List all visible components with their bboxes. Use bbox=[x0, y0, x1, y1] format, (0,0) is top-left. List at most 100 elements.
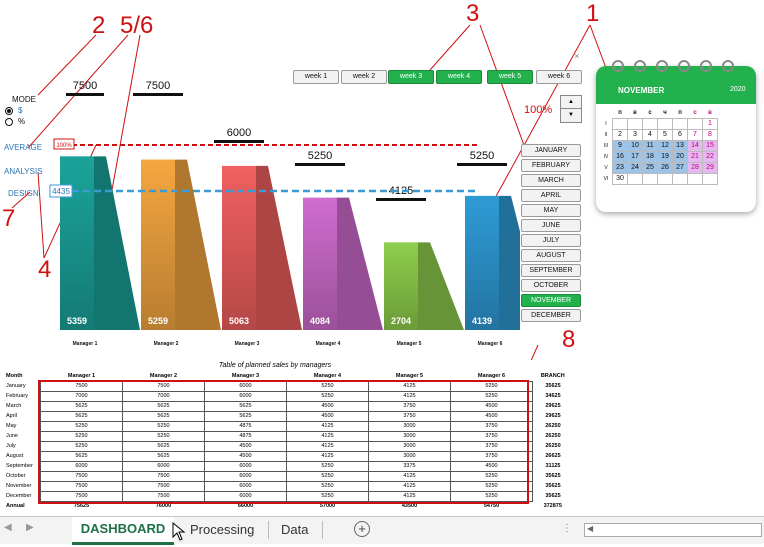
table-cell[interactable]: 5625 bbox=[40, 451, 123, 462]
average-link[interactable]: AVERAGE bbox=[4, 143, 43, 152]
mode-percent-radio[interactable] bbox=[5, 118, 13, 126]
calendar-day[interactable]: 5 bbox=[657, 129, 673, 141]
tab-data[interactable]: Data bbox=[281, 522, 309, 537]
table-cell[interactable]: 5250 bbox=[286, 471, 369, 482]
table-cell[interactable]: 5250 bbox=[286, 461, 369, 472]
tab-scroll-right-icon[interactable]: ▶ bbox=[26, 522, 34, 533]
calendar-day[interactable]: 4 bbox=[642, 129, 658, 141]
week-button-4[interactable]: week 4 bbox=[436, 70, 482, 84]
table-cell[interactable]: 7500 bbox=[40, 471, 123, 482]
table-cell[interactable]: 3000 bbox=[368, 421, 451, 432]
calendar-day[interactable]: 3 bbox=[627, 129, 643, 141]
calendar-day[interactable]: 20 bbox=[672, 151, 688, 163]
table-cell[interactable]: 4125 bbox=[286, 441, 369, 452]
calendar-day[interactable]: 28 bbox=[687, 162, 703, 174]
table-cell[interactable]: 7000 bbox=[40, 391, 123, 402]
table-cell[interactable]: 5625 bbox=[40, 411, 123, 422]
month-button-february[interactable]: FEBRUARY bbox=[521, 159, 581, 172]
calendar-day[interactable]: 25 bbox=[642, 162, 658, 174]
week-button-2[interactable]: week 2 bbox=[341, 70, 387, 84]
table-cell[interactable]: 5250 bbox=[122, 421, 205, 432]
calendar-day[interactable]: 9 bbox=[612, 140, 628, 152]
table-cell[interactable]: 4125 bbox=[368, 481, 451, 492]
table-cell[interactable]: 5625 bbox=[122, 411, 205, 422]
month-button-december[interactable]: DECEMBER bbox=[521, 309, 581, 322]
calendar-day[interactable]: 18 bbox=[642, 151, 658, 163]
table-cell[interactable]: 3000 bbox=[368, 431, 451, 442]
calendar-day[interactable]: 14 bbox=[687, 140, 703, 152]
table-cell[interactable]: 6000 bbox=[204, 481, 287, 492]
week-button-5[interactable]: week 5 bbox=[487, 70, 533, 84]
month-button-april[interactable]: APRIL bbox=[521, 189, 581, 202]
table-cell[interactable]: 5250 bbox=[286, 381, 369, 392]
month-button-november[interactable]: NOVEMBER bbox=[521, 294, 581, 307]
table-cell[interactable]: 4500 bbox=[204, 441, 287, 452]
clear-filter-icon[interactable]: ⨯ bbox=[574, 53, 580, 60]
calendar-day[interactable]: 2 bbox=[612, 129, 628, 141]
table-cell[interactable]: 6000 bbox=[40, 461, 123, 472]
calendar-day[interactable]: 8 bbox=[702, 129, 718, 141]
table-cell[interactable]: 5250 bbox=[450, 471, 533, 482]
table-cell[interactable]: 5250 bbox=[450, 491, 533, 502]
calendar-day[interactable]: 24 bbox=[627, 162, 643, 174]
tab-processing[interactable]: Processing bbox=[190, 522, 255, 537]
table-cell[interactable]: 3750 bbox=[368, 411, 451, 422]
table-cell[interactable]: 3375 bbox=[368, 461, 451, 472]
percent-spinner[interactable]: ▲ ▼ bbox=[560, 95, 582, 123]
table-cell[interactable]: 5625 bbox=[122, 451, 205, 462]
month-button-march[interactable]: MARCH bbox=[521, 174, 581, 187]
table-cell[interactable]: 4500 bbox=[204, 451, 287, 462]
calendar-day[interactable]: 15 bbox=[702, 140, 718, 152]
horizontal-scrollbar[interactable]: ◀ bbox=[584, 523, 762, 537]
table-cell[interactable]: 7000 bbox=[122, 391, 205, 402]
calendar-day[interactable]: 11 bbox=[642, 140, 658, 152]
bar-manager-5[interactable] bbox=[384, 242, 418, 330]
table-cell[interactable]: 7500 bbox=[122, 481, 205, 492]
table-cell[interactable]: 5250 bbox=[286, 491, 369, 502]
table-cell[interactable]: 7500 bbox=[122, 491, 205, 502]
table-cell[interactable]: 6000 bbox=[204, 461, 287, 472]
table-cell[interactable]: 6000 bbox=[204, 381, 287, 392]
table-cell[interactable]: 4125 bbox=[368, 491, 451, 502]
month-button-september[interactable]: SEPTEMBER bbox=[521, 264, 581, 277]
week-button-6[interactable]: week 6 bbox=[536, 70, 582, 84]
mode-dollar-radio[interactable] bbox=[5, 107, 13, 115]
design-link[interactable]: DESIGN bbox=[8, 189, 39, 198]
spinner-down-icon[interactable]: ▼ bbox=[568, 112, 574, 118]
table-cell[interactable]: 5250 bbox=[450, 391, 533, 402]
calendar-day[interactable]: 29 bbox=[702, 162, 718, 174]
table-cell[interactable]: 6000 bbox=[122, 461, 205, 472]
table-cell[interactable]: 5250 bbox=[286, 391, 369, 402]
table-cell[interactable]: 5625 bbox=[204, 411, 287, 422]
table-cell[interactable]: 4125 bbox=[368, 381, 451, 392]
calendar-day[interactable]: 30 bbox=[612, 173, 628, 185]
table-cell[interactable]: 3750 bbox=[450, 421, 533, 432]
table-cell[interactable]: 5250 bbox=[122, 431, 205, 442]
week-button-3[interactable]: week 3 bbox=[388, 70, 434, 84]
table-cell[interactable]: 3750 bbox=[450, 451, 533, 462]
table-cell[interactable]: 7500 bbox=[40, 481, 123, 492]
week-button-1[interactable]: week 1 bbox=[293, 70, 339, 84]
table-cell[interactable]: 5250 bbox=[450, 481, 533, 492]
table-cell[interactable]: 6000 bbox=[204, 491, 287, 502]
calendar-day[interactable]: 19 bbox=[657, 151, 673, 163]
table-cell[interactable]: 5250 bbox=[40, 431, 123, 442]
table-cell[interactable]: 4125 bbox=[368, 391, 451, 402]
analysis-link[interactable]: ANALYSIS bbox=[4, 167, 43, 176]
calendar-day[interactable]: 10 bbox=[627, 140, 643, 152]
table-cell[interactable]: 3750 bbox=[368, 401, 451, 412]
bar-manager-2[interactable] bbox=[141, 159, 175, 330]
table-cell[interactable]: 7500 bbox=[40, 381, 123, 392]
calendar-day[interactable]: 1 bbox=[702, 118, 718, 130]
scroll-left-icon[interactable]: ◀ bbox=[587, 524, 594, 533]
calendar-day[interactable]: 22 bbox=[702, 151, 718, 163]
month-button-january[interactable]: JANUARY bbox=[521, 144, 581, 157]
table-cell[interactable]: 4875 bbox=[204, 431, 287, 442]
table-cell[interactable]: 5625 bbox=[40, 401, 123, 412]
bar-manager-1[interactable] bbox=[60, 156, 94, 330]
spinner-up-icon[interactable]: ▲ bbox=[561, 96, 581, 109]
table-cell[interactable]: 4500 bbox=[286, 411, 369, 422]
table-cell[interactable]: 7500 bbox=[122, 471, 205, 482]
calendar-day[interactable]: 27 bbox=[672, 162, 688, 174]
bar-manager-6[interactable] bbox=[465, 195, 499, 330]
